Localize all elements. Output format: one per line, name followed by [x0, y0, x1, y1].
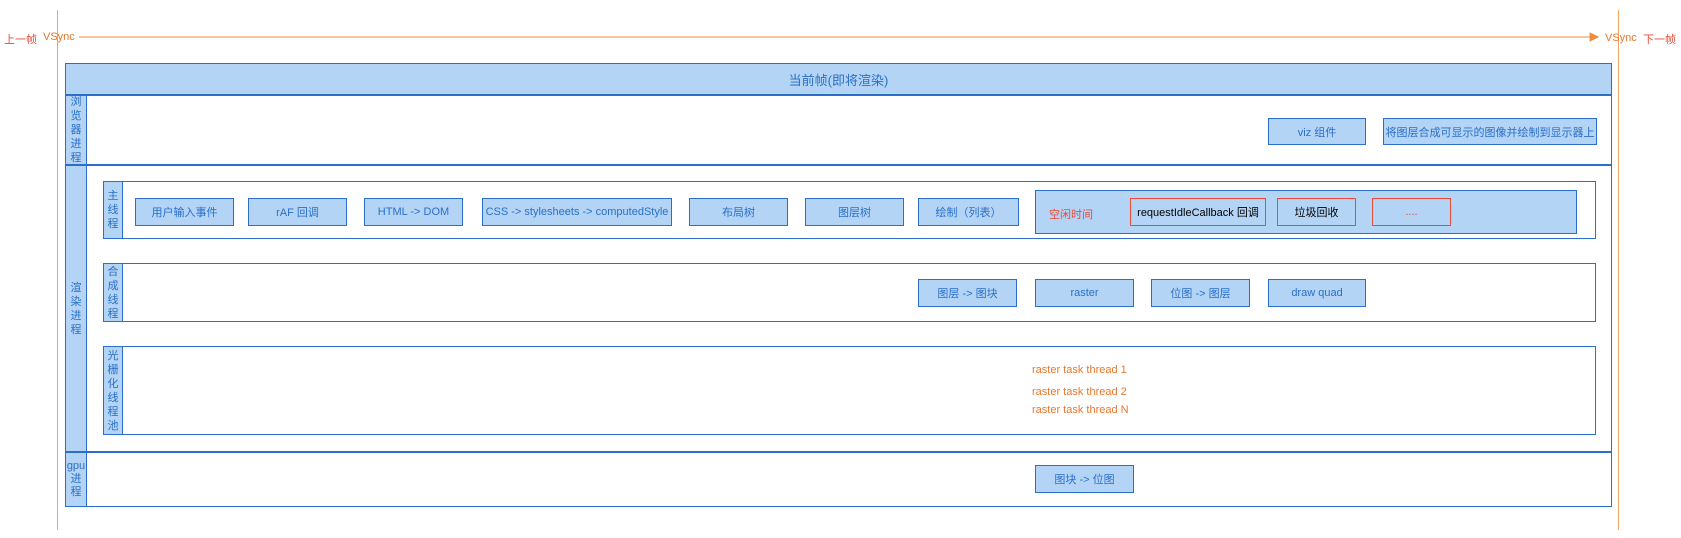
comp-step-raster: raster — [1035, 279, 1134, 307]
gpu-step-tile-to-bitmap: 图块 -> 位图 — [1035, 465, 1134, 493]
next-frame-label: 下一帧 — [1643, 34, 1676, 46]
viz-component: viz 组件 — [1268, 118, 1366, 145]
compositor-thread-label: 合成线程 — [103, 263, 123, 322]
compositor-thread-row — [103, 263, 1596, 322]
comp-step-bitmap-to-layer: 位图 -> 图层 — [1151, 279, 1250, 307]
idle-time-label: 空闲时间 — [1049, 209, 1093, 221]
prev-vsync-line — [57, 10, 58, 530]
prev-frame-label: 上一帧 — [4, 34, 37, 46]
current-frame-header: 当前帧(即将渲染) — [65, 63, 1612, 95]
raster-pool-row — [103, 346, 1596, 435]
comp-step-draw-quad: draw quad — [1268, 279, 1366, 307]
comp-step-layer-to-tile: 图层 -> 图块 — [918, 279, 1017, 307]
prev-vsync-label: VSync — [43, 31, 75, 43]
idle-time-area — [1035, 190, 1577, 234]
raster-thread-2-label: raster task thread 2 — [1030, 386, 1129, 398]
raster-thread-n-label: raster task thread N — [1030, 404, 1131, 416]
idle-item-gc: 垃圾回收 — [1277, 198, 1356, 226]
main-step-html-dom: HTML -> DOM — [364, 198, 463, 226]
gpu-process-label: gpu进程 — [65, 452, 87, 507]
gpu-process-row — [65, 452, 1612, 507]
render-process-label: 渲染进程 — [65, 165, 87, 452]
main-step-user-input: 用户输入事件 — [135, 198, 234, 226]
next-vsync-line — [1618, 10, 1619, 530]
idle-item-ric: requestIdleCallback 回调 — [1130, 198, 1266, 226]
main-step-paint: 绘制（列表） — [918, 198, 1019, 226]
next-vsync-label: VSync — [1605, 32, 1637, 44]
browser-process-label: 浏览器进程 — [65, 95, 87, 165]
raster-pool-label: 光栅化线程池 — [103, 346, 123, 435]
main-step-css: CSS -> stylesheets -> computedStyle — [482, 198, 672, 226]
idle-item-more: .... — [1372, 198, 1451, 226]
main-step-layout-tree: 布局树 — [689, 198, 788, 226]
raster-thread-1-label: raster task thread 1 — [1030, 364, 1129, 376]
main-thread-label: 主线程 — [103, 181, 123, 239]
main-step-layer-tree: 图层树 — [805, 198, 904, 226]
browser-process-row — [65, 95, 1612, 165]
main-step-raf: rAF 回调 — [248, 198, 347, 226]
viz-description: 将图层合成可显示的图像并绘制到显示器上 — [1383, 118, 1597, 145]
